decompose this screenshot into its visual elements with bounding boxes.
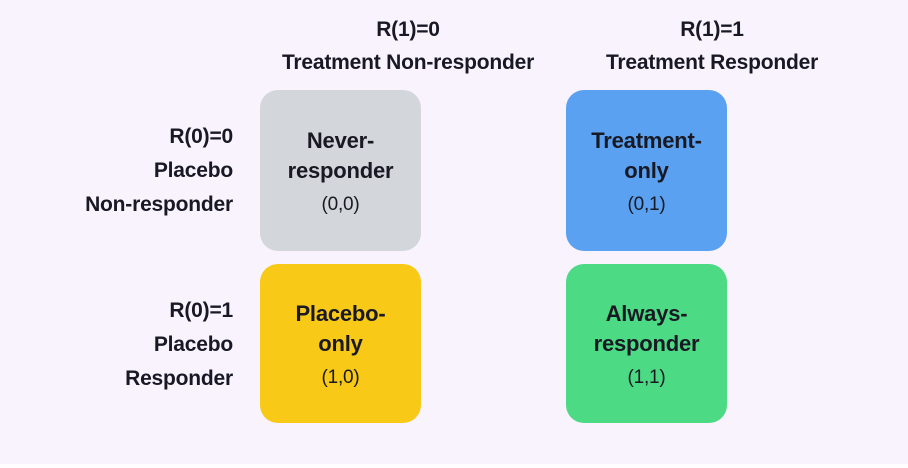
column-header-treatment-responder: R(1)=1 Treatment Responder [606, 13, 818, 79]
cell-title-line1: Treatment- [591, 127, 702, 153]
row-header-label-line2: Non-responder [85, 193, 233, 216]
cell-title: Always- responder [594, 299, 700, 359]
cell-always-responder: Always- responder (1,1) [566, 264, 727, 423]
cell-title-line2: only [318, 330, 363, 356]
cell-potential-outcomes: (0,0) [321, 193, 360, 215]
column-header-variable: R(1)=1 [680, 18, 744, 41]
cell-title: Treatment- only [591, 126, 702, 186]
cell-title-line1: Placebo- [295, 300, 386, 326]
cell-title-line2: responder [287, 157, 394, 183]
cell-title: Placebo- only [295, 299, 385, 359]
cell-placebo-only: Placebo- only (1,0) [260, 264, 421, 423]
column-header-variable: R(1)=0 [376, 18, 440, 41]
row-header-variable: R(0)=1 [169, 299, 233, 322]
bottom-edge [0, 464, 908, 468]
cell-title-line1: Never- [306, 127, 375, 153]
column-header-treatment-nonresponder: R(1)=0 Treatment Non-responder [282, 13, 534, 79]
cell-potential-outcomes: (1,1) [627, 366, 666, 388]
row-header-label-line1: Placebo [153, 333, 233, 356]
cell-title-line2: responder [593, 330, 700, 356]
column-header-label: Treatment Responder [605, 51, 819, 74]
cell-potential-outcomes: (1,0) [321, 366, 360, 388]
cell-title: Never- responder [288, 126, 394, 186]
cell-title-line2: only [624, 157, 669, 183]
cell-potential-outcomes: (0,1) [627, 193, 666, 215]
cell-title-line1: Always- [605, 300, 688, 326]
row-header-placebo-nonresponder: R(0)=0 Placebo Non-responder [85, 120, 233, 222]
row-header-placebo-responder: R(0)=1 Placebo Responder [125, 294, 233, 396]
cell-treatment-only: Treatment- only (0,1) [566, 90, 727, 251]
row-header-label-line2: Responder [125, 367, 233, 390]
cell-never-responder: Never- responder (0,0) [260, 90, 421, 251]
column-header-label: Treatment Non-responder [281, 51, 535, 74]
row-header-label-line1: Placebo [153, 159, 233, 182]
row-header-variable: R(0)=0 [169, 125, 233, 148]
